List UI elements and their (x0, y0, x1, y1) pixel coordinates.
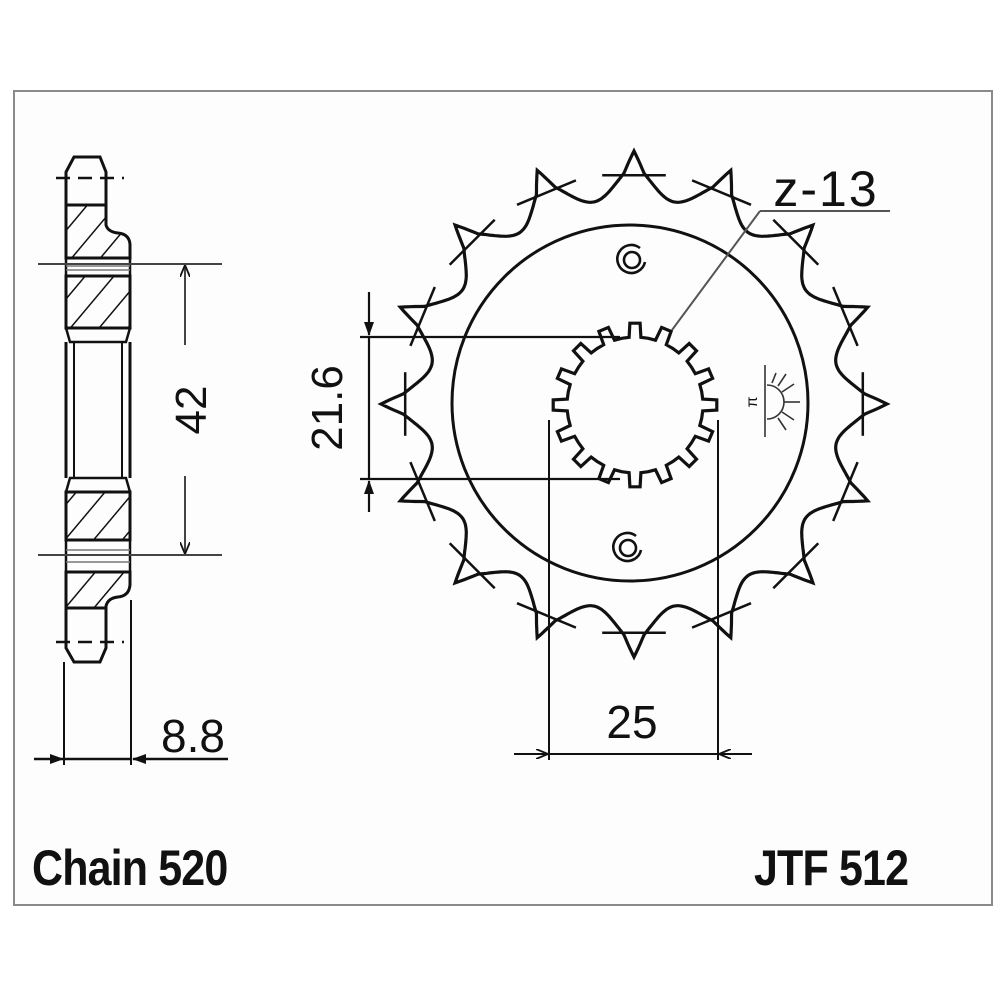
bolt-hole-top (616, 243, 647, 275)
dimension-42-label: 42 (167, 386, 216, 435)
side-upper-hatch-2 (64, 274, 132, 330)
side-upper-tooth (64, 155, 108, 205)
side-lower-hatch-2 (64, 570, 132, 610)
side-lower-tooth (64, 608, 108, 664)
bolt-hole-bottom (612, 531, 643, 563)
side-upper-bolt-band (64, 256, 132, 278)
side-upper-hatch (64, 203, 132, 260)
part-number-label: JTF 512 (754, 840, 909, 896)
dimension-25 (514, 420, 752, 760)
drawing-frame (13, 90, 993, 906)
dimension-42 (38, 263, 222, 556)
dimension-8-8-label: 8.8 (161, 710, 225, 762)
dimension-21-6 (360, 292, 620, 512)
spline-profile (551, 321, 719, 489)
dimension-21-6-label: 21.6 (303, 365, 352, 451)
tooth-count-leader (671, 210, 890, 331)
hardening-glyph: π (744, 396, 761, 407)
sprocket-inner-circle (450, 223, 810, 583)
side-view (56, 155, 132, 765)
sun-half-circle-icon (764, 365, 800, 437)
side-lower-hatch (64, 490, 132, 542)
sprocket-outer-profile (377, 147, 891, 661)
chain-size-label: Chain 520 (32, 840, 228, 896)
tooth-count-label: z-13 (773, 161, 878, 217)
dimension-25-label: 25 (606, 696, 657, 748)
tooth-tip-marks (403, 173, 865, 635)
front-view (377, 147, 891, 661)
